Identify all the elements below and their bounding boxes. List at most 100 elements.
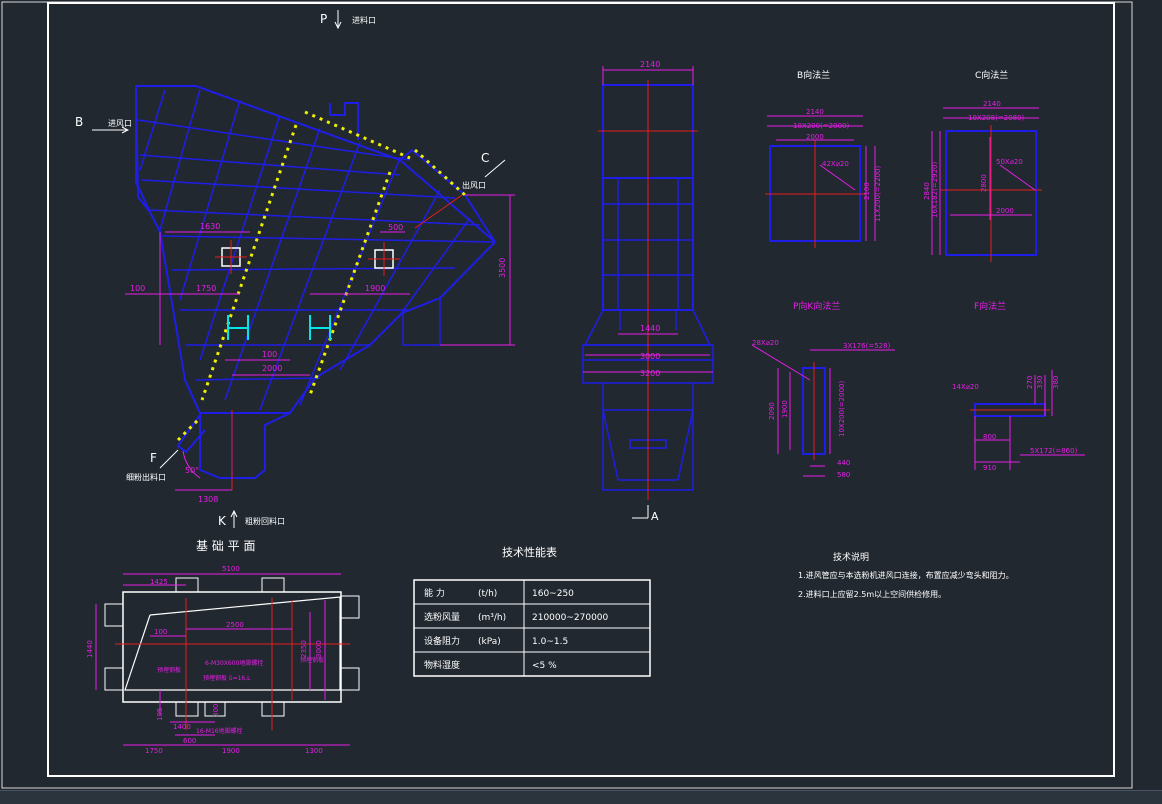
found-1440: 1440 bbox=[86, 640, 94, 658]
technical-notes: 技术说明 1.进风管应与本选粉机进风口连接，布置应减少弯头和阻力。 2.进料口上… bbox=[798, 551, 1014, 599]
feed-inlet-label: 进料口 bbox=[352, 15, 376, 25]
tech-note-line: 1.进风管应与本选粉机进风口连接，布置应减少弯头和阻力。 bbox=[798, 570, 1014, 580]
tech-note-line: 2.进料口上应留2.5m以上空间供检修用。 bbox=[798, 589, 946, 599]
flange-b-11x200: 11X200(=2200) bbox=[874, 166, 882, 222]
flange-pk-holes: 28X⌀20 bbox=[752, 339, 779, 347]
flange-f-title: F向法兰 bbox=[974, 300, 1006, 312]
main-elevation-view: 1630 500 100 1750 1900 3500 100 2000 130… bbox=[75, 10, 515, 528]
air-inlet-label: 进风口 bbox=[108, 119, 132, 128]
flange-b-title: B向法兰 bbox=[797, 69, 830, 81]
coarse-outlet bbox=[199, 412, 291, 479]
spec-row-label: 设备阻力 bbox=[424, 635, 460, 647]
flange-c-16x182: 16X182(=2920) bbox=[931, 162, 939, 218]
flange-b-2100: 2100 bbox=[863, 182, 871, 200]
dim-1900: 1900 bbox=[365, 284, 385, 293]
dim-3500: 3500 bbox=[498, 258, 507, 278]
arrow-f-letter: F bbox=[150, 451, 157, 465]
flange-f-holes: 14X⌀20 bbox=[952, 383, 979, 391]
separator-body-outline bbox=[134, 85, 497, 414]
fine-outlet-label: 细粉出料口 bbox=[126, 472, 166, 482]
flange-f-800: 800 bbox=[983, 433, 996, 441]
fine-outlet-pipe bbox=[176, 414, 206, 454]
found-1400: 1400 bbox=[173, 723, 191, 731]
flange-f-330: 330 bbox=[1036, 376, 1044, 389]
spec-row-value: 160~250 bbox=[532, 589, 574, 599]
arrow-c-letter: C bbox=[481, 151, 489, 165]
found-note-plate-right: 预埋钢板 bbox=[300, 656, 324, 664]
flange-pk-580: 580 bbox=[837, 471, 850, 479]
coarse-return-label: 粗粉回料口 bbox=[245, 516, 285, 526]
arrow-p-letter: P bbox=[320, 12, 327, 26]
foundation-plan: 基 础 平 面 bbox=[86, 539, 360, 755]
flange-b-10x200: 10X200(=2000) bbox=[793, 122, 849, 130]
flange-pk-title: P向K向法兰 bbox=[793, 300, 840, 312]
flange-pk-view: P向K向法兰 28X⌀20 3X176(=528) 2090 1900 10X2… bbox=[751, 300, 895, 479]
flange-pk-3x176: 3X176(=528) bbox=[843, 342, 891, 350]
spec-row-unit: (m³/h) bbox=[478, 613, 506, 623]
dim-1750: 1750 bbox=[196, 284, 216, 293]
side-dim-1440: 1440 bbox=[640, 324, 660, 333]
side-dim-3200: 3200 bbox=[640, 369, 660, 378]
flange-b-view: B向法兰 2140 10X200(=2000) 2000 42X⌀20 2100… bbox=[765, 69, 882, 248]
center-lines bbox=[215, 194, 463, 490]
spec-row-label: 物料湿度 bbox=[424, 659, 460, 671]
flange-c-2000: 2000 bbox=[996, 207, 1014, 215]
found-1300: 1300 bbox=[305, 747, 323, 755]
air-outlet-label: 出风口 bbox=[462, 180, 486, 190]
found-600: 600 bbox=[183, 737, 196, 745]
flange-b-2000: 2000 bbox=[806, 133, 824, 141]
flange-pk-10x200: 10X200(=2000) bbox=[838, 381, 846, 437]
spec-row-unit: (t/h) bbox=[478, 589, 497, 599]
dim-1630: 1630 bbox=[200, 222, 220, 231]
status-bar bbox=[0, 790, 1162, 804]
flange-pk-2090: 2090 bbox=[768, 402, 776, 420]
flange-f-view: F向法兰 14X⌀20 270 330 380 800 910 5X172(=8… bbox=[952, 300, 1085, 472]
feed-pipe bbox=[329, 102, 359, 140]
spec-row-unit: (kPa) bbox=[478, 637, 501, 647]
tech-notes-title: 技术说明 bbox=[833, 551, 869, 563]
side-dim-3000: 3000 bbox=[640, 352, 660, 361]
found-1900: 1900 bbox=[222, 747, 240, 755]
flange-c-title: C向法兰 bbox=[975, 69, 1008, 81]
side-dim-2140: 2140 bbox=[640, 60, 660, 69]
flange-b-2140: 2140 bbox=[806, 108, 824, 116]
found-1750: 1750 bbox=[145, 747, 163, 755]
guide-vanes bbox=[176, 110, 467, 442]
bearing-markers bbox=[227, 315, 331, 340]
dim-500: 500 bbox=[388, 223, 403, 232]
right-shelf bbox=[402, 298, 441, 346]
flange-c-10x208: 10X208(=2080) bbox=[968, 114, 1024, 122]
found-105: 105 bbox=[156, 708, 164, 721]
flange-c-view: C向法兰 2140 10X208(=2080) 50X⌀20 2840 16X1… bbox=[923, 69, 1042, 262]
dim-100-center: 100 bbox=[262, 350, 277, 359]
arrow-b-letter: B bbox=[75, 115, 83, 129]
flange-b-holes: 42X⌀20 bbox=[822, 160, 849, 168]
spec-row-value: 210000~270000 bbox=[532, 613, 609, 623]
found-2500: 2500 bbox=[226, 621, 244, 629]
spec-row-label: 能 力 bbox=[424, 587, 445, 599]
found-1425: 1425 bbox=[150, 578, 168, 586]
found-5100: 5100 bbox=[222, 565, 240, 573]
found-3000: 3000 bbox=[315, 640, 323, 658]
arrow-k-letter: K bbox=[218, 514, 227, 528]
flange-c-2140: 2140 bbox=[983, 100, 1001, 108]
found-100: 100 bbox=[154, 628, 167, 636]
flange-pk-1900: 1900 bbox=[781, 400, 789, 418]
spec-row-value: 1.0~1.5 bbox=[532, 637, 568, 647]
flange-f-910: 910 bbox=[983, 464, 996, 472]
spec-row-label: 选粉风量 bbox=[424, 611, 460, 623]
found-note-anchor-bolts: 6-M30X600地脚螺栓 bbox=[205, 659, 263, 667]
found-300: 300 bbox=[212, 704, 220, 717]
flange-pk-440: 440 bbox=[837, 459, 850, 467]
dim-1308: 1308 bbox=[198, 495, 218, 504]
view-a-label: A bbox=[651, 510, 659, 523]
found-2350: 2350 bbox=[300, 640, 308, 658]
found-note-plate: 预埋钢板 δ=16,L bbox=[203, 674, 251, 682]
found-note-plate-left: 预埋钢板 bbox=[157, 666, 181, 674]
flange-f-5x172: 5X172(=860) bbox=[1030, 447, 1078, 455]
foundation-title: 基 础 平 面 bbox=[196, 539, 255, 553]
flange-c-2800: 2800 bbox=[980, 174, 988, 192]
spec-row-value: <5 % bbox=[532, 661, 557, 671]
internal-grid bbox=[137, 89, 495, 411]
